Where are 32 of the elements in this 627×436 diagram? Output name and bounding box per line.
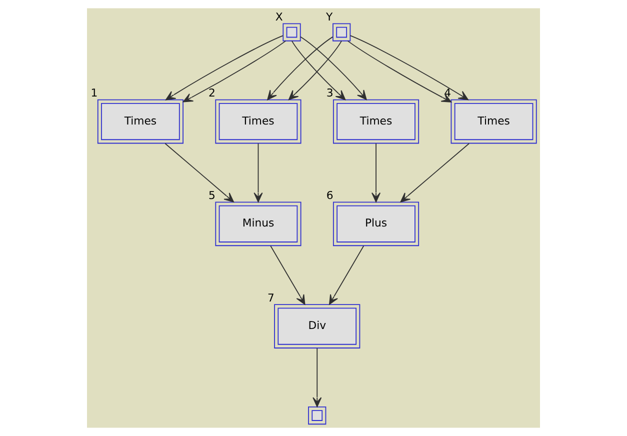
- arrow: [312, 348, 322, 408]
- arrow: [164, 143, 234, 202]
- node-box: Times: [215, 99, 302, 144]
- node-box: Minus: [215, 202, 302, 246]
- arrow: [270, 245, 306, 305]
- node-label: 5: [208, 189, 216, 202]
- node-box: [282, 23, 301, 42]
- arrow: [182, 40, 286, 102]
- node-box: [308, 406, 326, 425]
- node-box: Times: [97, 99, 184, 144]
- arrow: [329, 245, 364, 305]
- node-label: Y: [326, 10, 333, 24]
- node-box: Plus: [332, 202, 420, 246]
- arrow: [400, 143, 470, 202]
- arrow: [350, 35, 468, 100]
- node-label: 4: [444, 86, 452, 100]
- node-label: 3: [326, 86, 334, 100]
- arrow: [300, 36, 367, 100]
- node-box: Times: [450, 99, 537, 144]
- node-box: [332, 23, 351, 42]
- arrow: [267, 36, 334, 100]
- arrow: [165, 35, 284, 100]
- node-box: Div: [274, 304, 360, 348]
- node-label: 6: [326, 189, 334, 202]
- node-label: 1: [90, 86, 98, 100]
- node-label: X: [275, 10, 283, 24]
- arrow: [371, 143, 381, 202]
- arrow: [347, 40, 452, 102]
- arrow: [254, 143, 263, 202]
- node-box: Times: [332, 99, 420, 144]
- node-label: 7: [267, 291, 274, 304]
- node-label: 2: [208, 86, 216, 100]
